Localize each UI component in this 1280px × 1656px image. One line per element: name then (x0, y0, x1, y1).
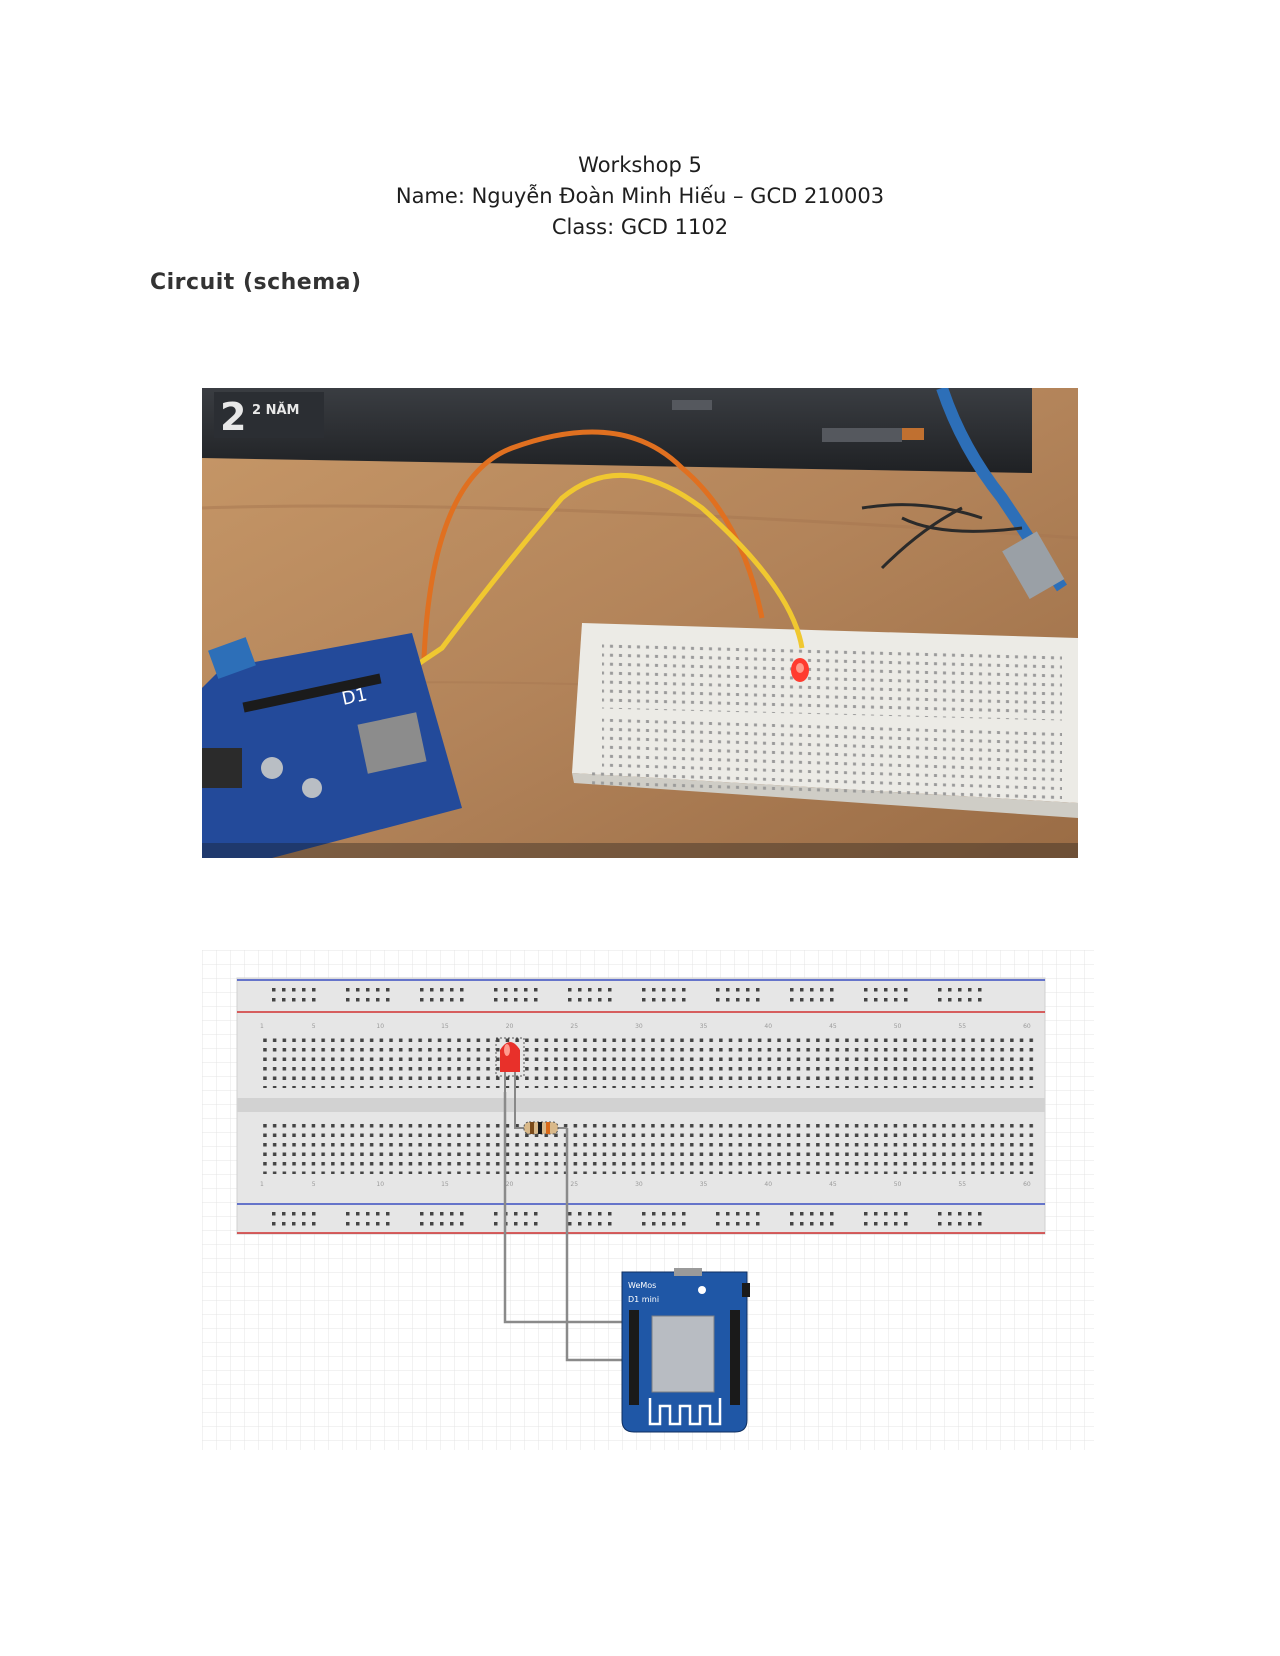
column-number: 45 (829, 1023, 837, 1030)
svg-text:2: 2 (220, 395, 246, 439)
column-number: 15 (441, 1181, 449, 1188)
breadboard (572, 623, 1078, 818)
schematic-breadboard: 1155101015152020252530303535404045455050… (236, 977, 1046, 1235)
wemos-d1-mini: WeMos D1 mini (621, 1268, 750, 1433)
column-number: 5 (312, 1023, 316, 1030)
wire-resistor-to-board (565, 1128, 627, 1362)
column-number: 1 (260, 1023, 264, 1030)
column-number: 10 (376, 1181, 384, 1188)
column-number: 55 (958, 1181, 966, 1188)
wire-led-to-board (503, 1092, 627, 1324)
board-label: D1 (340, 684, 369, 710)
document-title: Workshop 5 (578, 153, 702, 177)
column-number: 10 (376, 1023, 384, 1030)
column-number: 30 (635, 1023, 643, 1030)
section-heading: Circuit (schema) (150, 270, 362, 295)
column-number: 55 (958, 1023, 966, 1030)
circuit-photo-drawing: 2 2 NĂM (202, 388, 1078, 858)
laptop: 2 2 NĂM (202, 388, 1032, 473)
column-number: 15 (441, 1023, 449, 1030)
class-name: Class: GCD 1102 (551, 215, 729, 239)
column-number: 50 (894, 1181, 902, 1188)
column-number: 45 (829, 1181, 837, 1188)
student-name: Name: Nguyễn Đoàn Minh Hiếu – GCD 210003 (395, 184, 885, 208)
circuit-photo: 2 2 NĂM (202, 388, 1078, 858)
column-number: 50 (894, 1023, 902, 1030)
schematic-drawing: 1155101015152020252530303535404045455050… (202, 950, 1094, 1450)
d1-board: D1 (202, 633, 462, 858)
column-number: 60 (1023, 1181, 1031, 1188)
column-number: 5 (312, 1181, 316, 1188)
column-number: 1 (260, 1181, 264, 1188)
column-number: 40 (764, 1023, 772, 1030)
column-number: 20 (506, 1181, 514, 1188)
column-number: 40 (764, 1181, 772, 1188)
board-model: D1 mini (628, 1295, 659, 1304)
document-header: Workshop 5 Name: Nguyễn Đoàn Minh Hiếu –… (0, 150, 1280, 243)
sticker-text: 2 NĂM (252, 402, 299, 418)
column-number: 25 (570, 1023, 578, 1030)
column-number: 35 (700, 1023, 708, 1030)
schematic-led (495, 1037, 525, 1128)
column-number: 30 (635, 1181, 643, 1188)
board-brand: WeMos (628, 1281, 656, 1290)
schematic-resistor (514, 1121, 567, 1135)
column-number: 60 (1023, 1023, 1031, 1030)
column-number: 35 (700, 1181, 708, 1188)
orange-wire (421, 429, 765, 659)
column-number: 20 (506, 1023, 514, 1030)
column-number: 25 (570, 1181, 578, 1188)
